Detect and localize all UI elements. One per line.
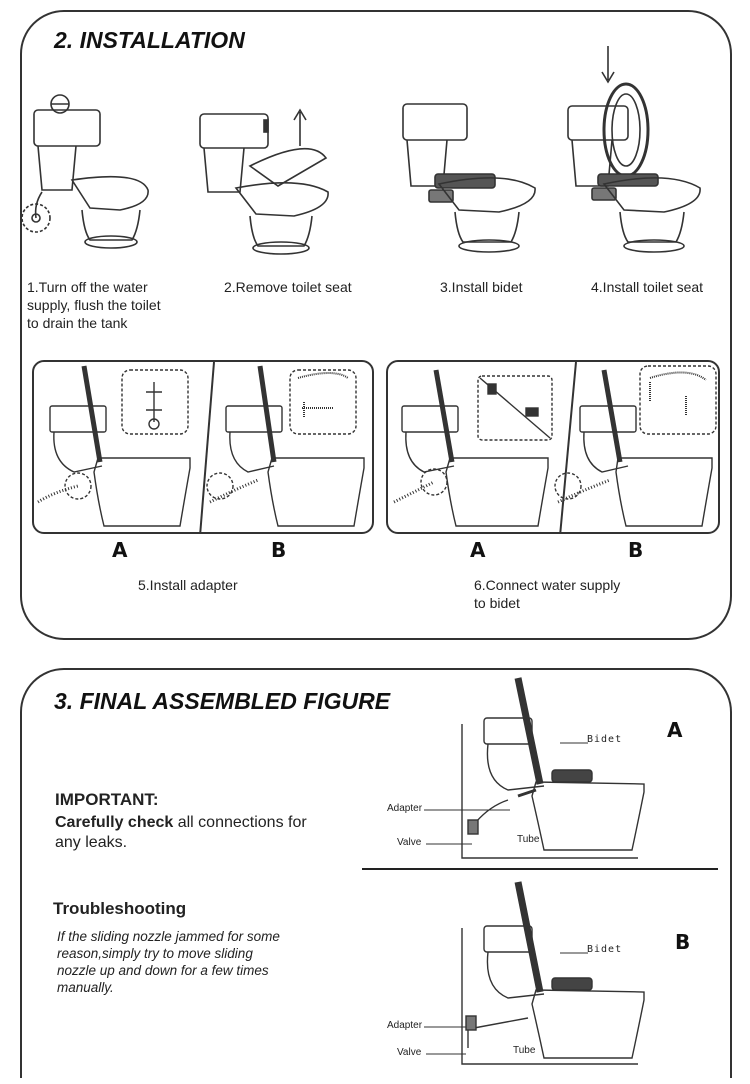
final-b-callout-tube: Tube [513,1045,536,1056]
step2-caption: 2.Remove toilet seat [224,279,352,295]
connect-diagram [393,362,717,532]
adapter-label-a: A [112,538,128,562]
installation-title: 2. INSTALLATION [54,27,245,53]
adapter-diagram-box [32,360,374,534]
final-a-callout-bidet: Bidet [587,734,623,745]
final-figure-title: 3. FINAL ASSEMBLED FIGURE [54,688,391,714]
final-figure-b-diagram [461,881,645,1065]
step2-toilet-illustration [199,108,329,255]
final-a-callout-adapter-leader [424,809,510,811]
final-figure-a-diagram [461,677,645,859]
final-a-callout-bidet-leader [560,742,588,744]
step1-caption: 1.Turn off the water supply, flush the t… [27,279,161,331]
step4-toilet-illustration [567,46,701,253]
step4-caption: 4.Install toilet seat [591,279,704,295]
important-rest-text: all connections for any leaks. [55,814,307,851]
final-a-callout-tube: Tube [517,834,540,845]
final-a-callout-adapter: Adapter [387,803,423,814]
step1-toilet-illustration [21,94,149,249]
adapter-label-b: B [271,538,287,562]
figure-divider [362,868,718,870]
step5-caption: 5.Install adapter [138,577,238,593]
final-b-callout-valve: Valve [397,1047,422,1058]
adapter-diagram [37,362,365,532]
important-bold-text: Carefully check [55,814,174,831]
final-b-callout-adapter-leader [424,1026,466,1028]
important-text: Carefully check all connections for any … [55,813,315,853]
final-b-callout-valve-leader [426,1053,466,1055]
important-title: IMPORTANT: [55,790,159,809]
connect-label-a: A [470,538,486,562]
final-b-callout-bidet: Bidet [587,944,623,955]
final-figure-a-label: A [667,718,683,742]
troubleshooting-title: Troubleshooting [53,899,187,918]
connect-label-b: B [628,538,644,562]
step3-caption: 3.Install bidet [440,279,523,295]
final-figure-panel [20,668,732,1078]
final-b-callout-adapter: Adapter [387,1020,423,1031]
final-a-callout-valve: Valve [397,837,422,848]
step6-caption: 6.Connect water supply to bidet [474,577,621,611]
connect-diagram-box [386,360,720,534]
troubleshooting-text: If the sliding nozzle jammed for some re… [57,929,280,995]
final-b-callout-bidet-leader [560,952,588,954]
step3-toilet-illustration [402,103,536,253]
final-figure-b-label: B [675,930,691,954]
final-a-callout-valve-leader [426,843,472,845]
